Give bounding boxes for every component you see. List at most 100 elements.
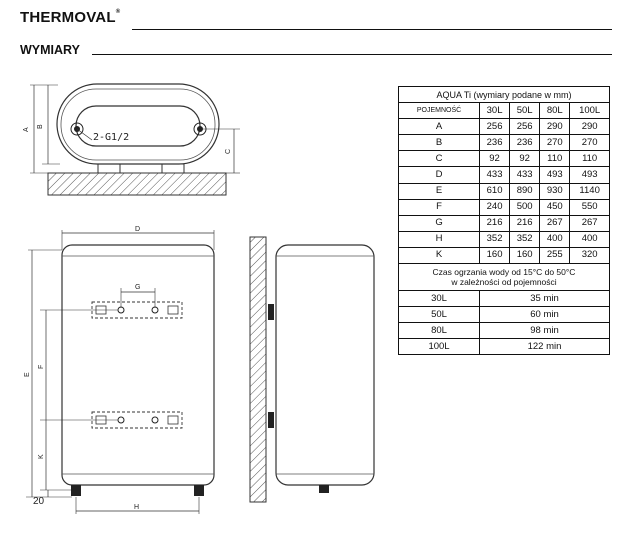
table-cell: 216 xyxy=(479,214,511,232)
row-label: C xyxy=(397,150,481,168)
table-cell: 160 xyxy=(479,246,511,265)
side-view xyxy=(249,236,375,503)
row-label: H xyxy=(397,230,481,248)
front-view: D G E F K xyxy=(24,226,215,514)
heating-time: 122 min xyxy=(479,338,610,356)
tank-inner-outline xyxy=(60,88,216,161)
row-label: B xyxy=(397,134,481,152)
table-cell: 256 xyxy=(509,118,541,136)
table-cell: 110 xyxy=(569,150,610,168)
table-cell: 493 xyxy=(539,166,571,184)
section-rule xyxy=(92,54,612,55)
dim-label-E: E xyxy=(24,372,31,377)
table-cell: 92 xyxy=(479,150,511,168)
table-cell: 500 xyxy=(509,198,541,216)
dim-label-C: C xyxy=(225,149,232,154)
table-cell: 267 xyxy=(539,214,571,232)
table-cell: 270 xyxy=(539,134,571,152)
table-title: AQUA Ti (wymiary podane w mm) xyxy=(398,85,610,104)
dim-label-K: K xyxy=(38,454,45,459)
brand-registered-mark: ® xyxy=(115,9,121,15)
row-label: G xyxy=(397,214,481,232)
table-cell: 320 xyxy=(569,246,610,265)
table-cell: 550 xyxy=(569,198,610,216)
heating-note-line2: w zależności od pojemności xyxy=(451,277,557,288)
dim-label-H: H xyxy=(134,504,139,511)
tank-front-body xyxy=(61,244,215,486)
outlet-left xyxy=(71,485,81,496)
row-label: F xyxy=(397,198,481,216)
heating-capacity: 100L xyxy=(397,338,481,356)
row-label: K xyxy=(397,246,481,265)
column-header: 80L xyxy=(539,102,571,120)
wall-hatch xyxy=(249,236,267,503)
table-cell: 236 xyxy=(479,134,511,152)
table-cell: 236 xyxy=(509,134,541,152)
table-cell: 433 xyxy=(509,166,541,184)
section-title: WYMIARY xyxy=(20,43,80,57)
column-header: 50L xyxy=(509,102,541,120)
table-cell: 1140 xyxy=(569,182,610,200)
table-cell: 256 xyxy=(479,118,511,136)
column-header: 100L xyxy=(569,102,610,120)
dim-label-A: A xyxy=(23,127,30,132)
dim-label-F: F xyxy=(38,365,45,369)
table-cell: 352 xyxy=(479,230,511,248)
heating-time: 98 min xyxy=(479,322,610,340)
heating-time: 35 min xyxy=(479,290,610,308)
brand-name: THERMOVAL xyxy=(20,9,116,26)
brand-logo: THERMOVAL® xyxy=(20,9,120,26)
top-view: 2-G1/2 A B C xyxy=(23,83,240,196)
table-title-row: AQUA Ti (wymiary podane w mm) xyxy=(398,85,610,104)
dim-label-B: B xyxy=(37,124,44,129)
column-header-capacity: POJEMNOŚĆ xyxy=(397,102,481,120)
table-cell: 267 xyxy=(569,214,610,232)
table-cell: 240 xyxy=(479,198,511,216)
table-cell: 930 xyxy=(539,182,571,200)
table-cell: 290 xyxy=(569,118,610,136)
tank-outer-outline xyxy=(56,83,220,165)
header-rule xyxy=(132,29,612,30)
table-cell: 493 xyxy=(569,166,610,184)
heating-capacity: 50L xyxy=(397,306,481,324)
table-cell: 400 xyxy=(569,230,610,248)
heating-capacity: 30L xyxy=(397,290,481,308)
wall-bracket-top xyxy=(268,304,274,320)
row-label: A xyxy=(397,118,481,136)
column-header: 30L xyxy=(479,102,511,120)
heating-capacity: 80L xyxy=(397,322,481,340)
row-label: D xyxy=(397,166,481,184)
table-cell: 450 xyxy=(539,198,571,216)
dim-label-G: G xyxy=(135,284,140,291)
connection-label: 2-G1/2 xyxy=(93,132,129,143)
table-cell: 433 xyxy=(479,166,511,184)
table-cell: 255 xyxy=(539,246,571,265)
table-cell: 290 xyxy=(539,118,571,136)
outlet-right xyxy=(194,485,204,496)
dim-label-D: D xyxy=(135,226,140,233)
table-cell: 610 xyxy=(479,182,511,200)
table-cell: 216 xyxy=(509,214,541,232)
wall-bracket-bottom xyxy=(268,412,274,428)
bracket-left xyxy=(97,163,121,174)
side-outlet xyxy=(319,485,329,493)
floor-hatch xyxy=(47,172,227,196)
